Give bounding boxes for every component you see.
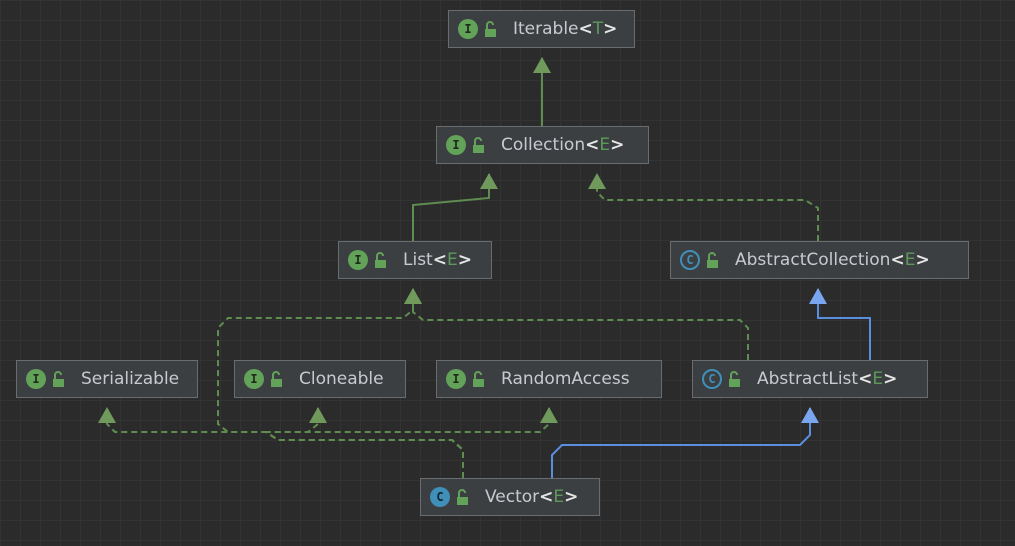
node-abstract-collection[interactable]: C AbstractCollection<E> [670, 241, 969, 279]
node-random-access[interactable]: I RandomAccess [436, 360, 662, 398]
unlocked-padlock-icon [485, 21, 496, 37]
interface-icon: I [348, 250, 368, 270]
arrowhead [588, 173, 606, 189]
node-label: RandomAccess [501, 369, 630, 389]
edge-vector-to-abstract-list [551, 408, 811, 478]
edge-abstract-collection-to-collection [596, 174, 819, 241]
unlocked-padlock-icon [473, 371, 484, 387]
generic-open: < [432, 250, 447, 270]
unlocked-padlock-icon [53, 371, 64, 387]
generic-open: < [890, 250, 905, 270]
type-name: RandomAccess [501, 369, 630, 389]
node-label: AbstractCollection<E> [735, 250, 930, 270]
node-label: Cloneable [299, 369, 384, 389]
interface-icon: I [26, 369, 46, 389]
arrowhead [801, 407, 819, 423]
arrowhead [98, 407, 116, 423]
edge-vector-to-serializable [106, 408, 464, 478]
type-parameter: E [872, 369, 884, 389]
generic-open: < [858, 369, 873, 389]
generic-close: > [610, 135, 625, 155]
arrowhead [533, 57, 551, 73]
arrowhead [404, 288, 422, 304]
generic-open: < [539, 487, 554, 507]
type-parameter: E [904, 250, 916, 270]
node-label: List<E> [403, 250, 472, 270]
node-abstract-list[interactable]: C AbstractList<E> [692, 360, 928, 398]
unlocked-padlock-icon [707, 252, 718, 268]
edge-vector-to-list [217, 289, 464, 478]
type-name: AbstractCollection [735, 250, 891, 270]
arrowhead [309, 407, 327, 423]
node-label: Collection<E> [501, 135, 624, 155]
edge-vector-to-random-access [262, 408, 550, 478]
type-name: Collection [501, 135, 586, 155]
class-icon: C [430, 487, 450, 507]
node-serializable[interactable]: I Serializable [16, 360, 198, 398]
edge-abstract-list-to-list [412, 289, 749, 360]
generic-close: > [883, 369, 898, 389]
type-parameter: E [553, 487, 565, 507]
arrowhead [540, 407, 558, 423]
type-name: Serializable [81, 369, 180, 389]
edge-vector-to-cloneable [262, 408, 464, 478]
type-name: Vector [485, 487, 540, 507]
generic-close: > [915, 250, 930, 270]
interface-icon: I [446, 135, 466, 155]
type-name: List [403, 250, 433, 270]
type-name: Cloneable [299, 369, 384, 389]
node-list[interactable]: I List<E> [338, 241, 492, 279]
abstract-class-icon: C [702, 369, 722, 389]
interface-icon: I [244, 369, 264, 389]
edge-list-to-collection [412, 174, 490, 241]
interface-icon: I [458, 19, 478, 39]
type-parameter: T [592, 19, 604, 39]
unlocked-padlock-icon [457, 489, 468, 505]
unlocked-padlock-icon [271, 371, 282, 387]
generic-open: < [585, 135, 600, 155]
interface-icon: I [446, 369, 466, 389]
generic-close: > [457, 250, 472, 270]
edge-abstract-list-to-abstract-collection [817, 289, 871, 360]
node-label: Serializable [81, 369, 179, 389]
unlocked-padlock-icon [473, 137, 484, 153]
generic-open: < [578, 19, 593, 39]
type-parameter: E [599, 135, 611, 155]
unlocked-padlock-icon [729, 371, 740, 387]
type-name: Iterable [513, 19, 579, 39]
generic-close: > [564, 487, 579, 507]
unlocked-padlock-icon [375, 252, 386, 268]
node-vector[interactable]: C Vector<E> [420, 478, 600, 516]
abstract-class-icon: C [680, 250, 700, 270]
node-iterable[interactable]: I Iterable<T> [448, 10, 635, 48]
generic-close: > [603, 19, 618, 39]
type-name: AbstractList [757, 369, 859, 389]
node-label: Vector<E> [485, 487, 578, 507]
type-parameter: E [446, 250, 458, 270]
node-collection[interactable]: I Collection<E> [436, 126, 649, 164]
node-label: Iterable<T> [513, 19, 617, 39]
arrowhead [480, 173, 498, 189]
arrowhead [809, 288, 827, 304]
node-label: AbstractList<E> [757, 369, 897, 389]
node-cloneable[interactable]: I Cloneable [234, 360, 406, 398]
